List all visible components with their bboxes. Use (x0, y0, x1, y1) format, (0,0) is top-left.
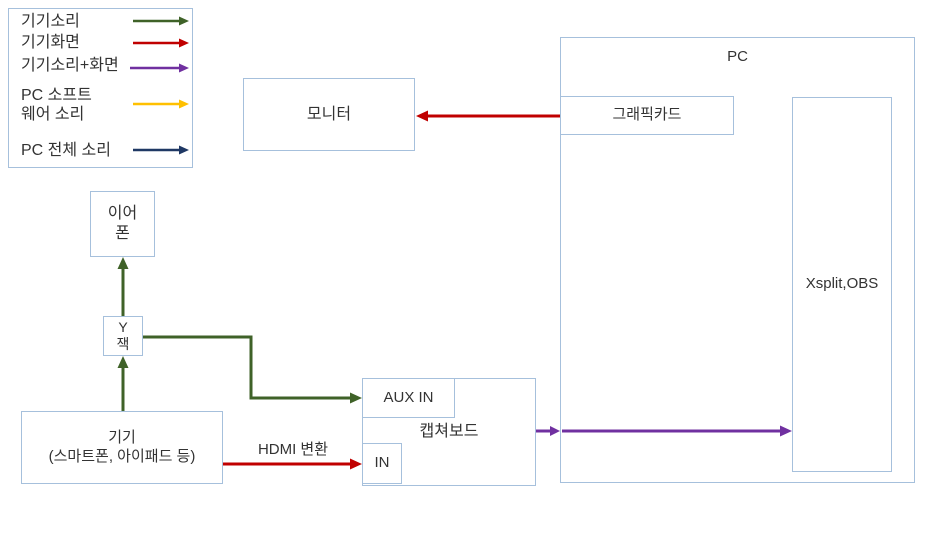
arrow-device-to-hdmi-in (223, 458, 362, 470)
node-graphics-card: 그래픽카드 (560, 96, 734, 135)
earphone-label: 이어 폰 (107, 205, 138, 242)
arrow-y-jack-to-earphone (117, 257, 129, 316)
node-hdmi-in: IN (362, 443, 402, 484)
legend-label-pc-all-sound: PC 전체 소리 (21, 142, 111, 159)
arrow-device-to-y-jack (117, 356, 129, 411)
xsplit-obs-label: Xsplit,OBS (805, 275, 879, 293)
legend-label-device-screen: 기기화면 (21, 34, 80, 51)
y-jack-label: Y 잭 (116, 319, 130, 352)
arrow-capture-board-to-pc (536, 426, 560, 436)
legend-box: 기기소리 기기화면 기기소리+화면 PC 소프트 웨어 소리 PC 전체 소리 (8, 8, 193, 168)
node-xsplit-obs: Xsplit,OBS (792, 97, 892, 472)
node-earphone: 이어 폰 (90, 191, 155, 257)
node-y-jack: Y 잭 (103, 316, 143, 356)
capture-board-label: 캡쳐보드 (419, 423, 479, 440)
hdmi-in-label: IN (374, 454, 390, 472)
arrow-y-jack-to-aux-in (143, 335, 362, 404)
device-label: 기기 (스마트폰, 아이패드 등) (48, 428, 196, 465)
arrow-graphics-card-to-monitor (416, 110, 560, 122)
pc-label: PC (727, 48, 748, 65)
hdmi-conversion-label: HDMI 변환 (257, 441, 329, 458)
graphics-card-label: 그래픽카드 (612, 106, 682, 124)
node-aux-in: AUX IN (362, 378, 455, 418)
node-monitor: 모니터 (243, 78, 415, 151)
legend-label-device-sound: 기기소리 (21, 13, 80, 30)
aux-in-label: AUX IN (383, 388, 434, 406)
legend-label-pc-software-sound: PC 소프트 웨어 소리 (21, 87, 92, 123)
node-device: 기기 (스마트폰, 아이패드 등) (21, 411, 223, 484)
monitor-label: 모니터 (306, 105, 352, 123)
legend-label-device-sound-screen: 기기소리+화면 (21, 57, 119, 74)
node-pc: PC (560, 37, 915, 483)
